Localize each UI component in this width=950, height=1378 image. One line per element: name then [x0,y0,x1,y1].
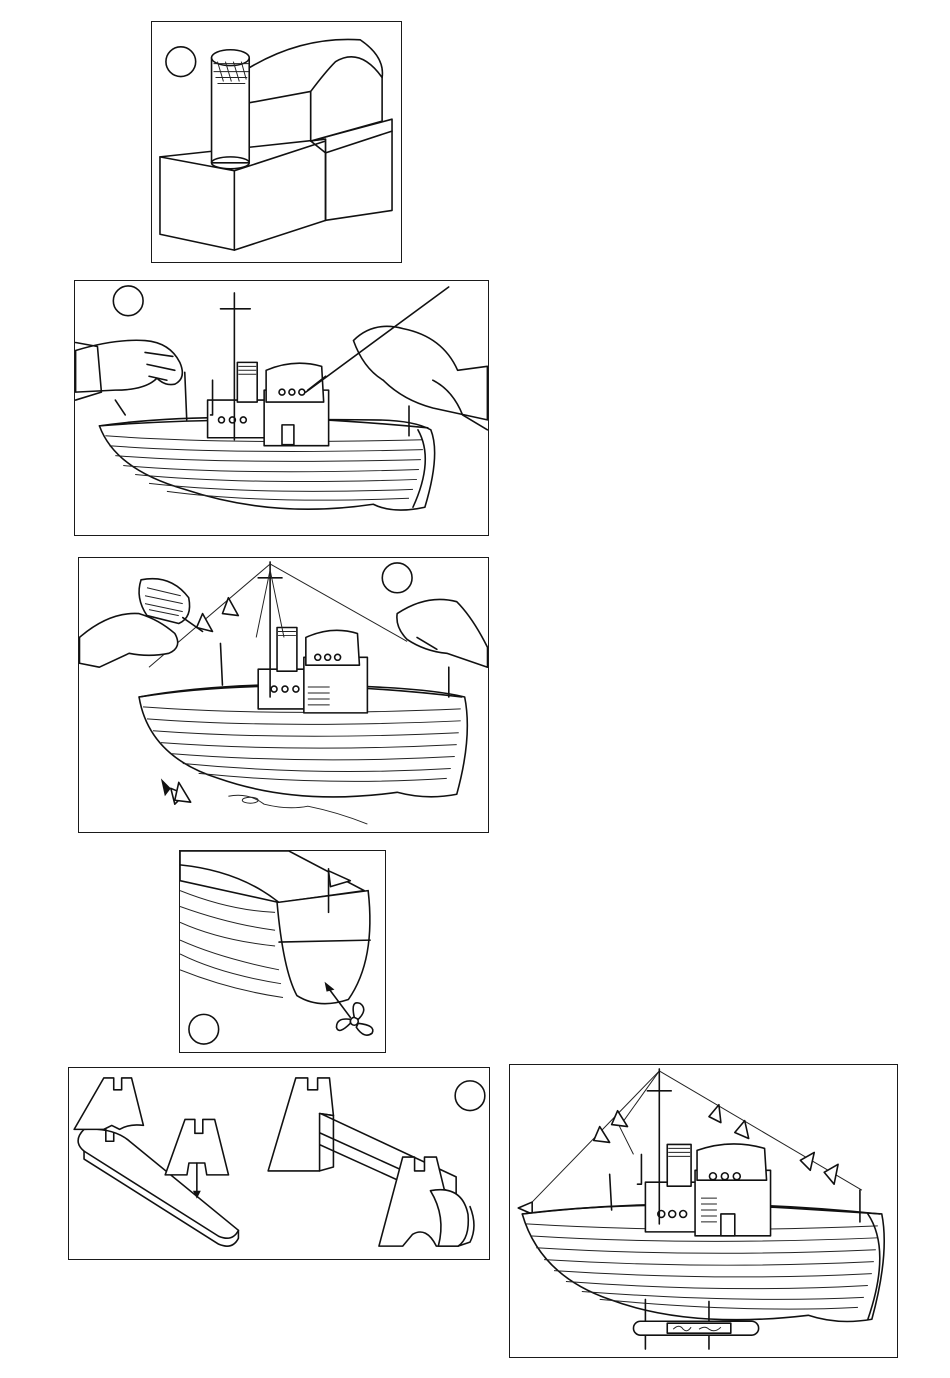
panel-step-3 [78,557,489,833]
stand-assembly-illustration [69,1068,489,1259]
funnel [212,58,250,163]
cabin [697,1144,767,1180]
propeller-icon [336,1003,372,1035]
funnel [237,362,257,402]
pennant-flag-icon [594,1127,610,1143]
step-marker-circle [189,1014,219,1044]
pennant-flag-icon [709,1105,721,1123]
funnel-superstructure-icon [152,22,401,262]
pennant-flag-icon [222,598,238,616]
hand-icon [76,340,183,392]
panel-result [509,1064,898,1358]
panel-step-1 [151,21,402,263]
finished-boat-icon [510,1065,897,1357]
step-marker-circle [382,563,412,593]
cabin [306,630,360,665]
step-marker-circle [455,1081,485,1111]
pennant-flag-icon [518,1202,532,1214]
hand-icon [79,613,177,667]
stern-transom [277,891,370,1004]
panel-step-5 [68,1067,490,1260]
funnel [667,1144,691,1186]
panel-step-2 [74,280,489,536]
step-marker-circle [166,47,196,77]
stern-propeller-illustration [180,851,385,1052]
pennant-flag-icon [824,1164,838,1184]
panel-step-4 [179,850,386,1053]
painting-boat-illustration [75,281,488,535]
step-marker-circle [113,286,143,316]
funnel [277,627,297,671]
pennant-flag-icon [735,1121,749,1139]
hand-icon [353,326,487,420]
cabin [266,363,324,402]
rigging-boat-illustration [79,558,488,832]
hand-icon [397,599,488,667]
deck-house [208,400,268,438]
cabin [246,39,382,141]
